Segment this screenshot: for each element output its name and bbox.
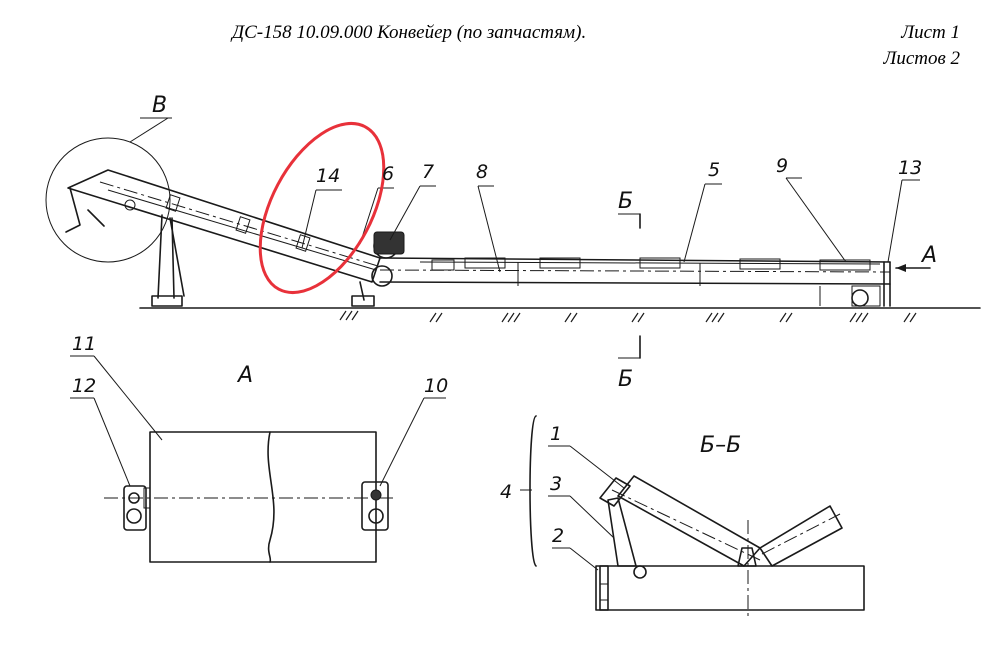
part-label-13: 13: [898, 157, 922, 179]
part-label-5: 5: [708, 159, 720, 181]
conveyor-side-view: [45, 117, 981, 359]
ground-hatching: [339, 310, 917, 323]
part-label-8: 8: [476, 161, 488, 183]
part-label-4: 4: [500, 481, 512, 503]
highlight-ellipse: [258, 121, 386, 295]
view-b-label: В: [152, 93, 167, 118]
drawing-title: ДС-158 10.09.000 Конвейер (по запчастям)…: [232, 22, 587, 43]
part-label-1: 1: [550, 423, 562, 445]
part-label-6: 6: [382, 163, 394, 185]
sheet-number: Лист 1: [901, 22, 960, 43]
section-b-bottom-label: Б: [618, 367, 633, 392]
part-label-11: 11: [72, 333, 96, 355]
view-a-title: А: [236, 363, 253, 388]
part-label-7: 7: [422, 161, 434, 183]
part-label-9: 9: [776, 155, 788, 177]
part-label-10: 10: [424, 375, 448, 397]
detail-view-circle: [45, 137, 171, 263]
drum-view-a: [70, 355, 446, 563]
sheet-count: Листов 2: [883, 48, 960, 69]
idler-section-bb: [520, 415, 865, 620]
part-label-12: 12: [72, 375, 96, 397]
view-a-arrow-label: А: [920, 243, 937, 268]
part-label-14: 14: [316, 165, 340, 187]
section-bb-title: Б–Б: [700, 433, 741, 458]
section-b-top-label: Б: [618, 189, 633, 214]
part-label-2: 2: [552, 525, 564, 547]
part-label-3: 3: [550, 473, 562, 495]
